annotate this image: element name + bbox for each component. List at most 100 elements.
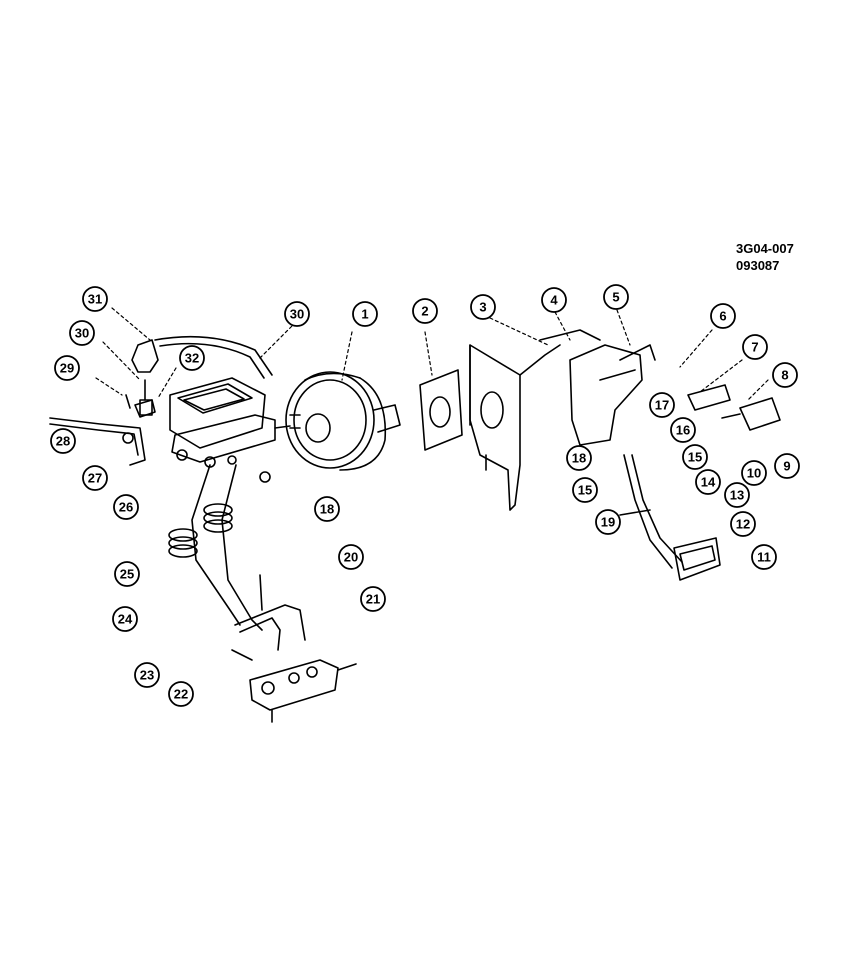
- stoplamp-switch: [687, 384, 781, 431]
- callout-8: 8: [772, 362, 798, 388]
- callout-circle: [338, 544, 364, 570]
- callout-circle: [54, 355, 80, 381]
- callout-number: 16: [676, 423, 690, 438]
- booster-gasket: [419, 369, 463, 451]
- callout-18: 18: [314, 496, 340, 522]
- callout-23: 23: [134, 662, 160, 688]
- callout-13: 13: [724, 482, 750, 508]
- callout-11: 11: [751, 544, 777, 570]
- callout-number: 8: [781, 368, 788, 383]
- callout-circle: [179, 345, 205, 371]
- callout-number: 32: [185, 351, 199, 366]
- figure-reference: 3G04-007 093087: [736, 240, 794, 274]
- callout-circle: [284, 301, 310, 327]
- grommet-32: [134, 399, 156, 418]
- callout-number: 2: [421, 304, 428, 319]
- callout-circle: [314, 496, 340, 522]
- callout-number: 21: [366, 592, 380, 607]
- callout-17: 17: [649, 392, 675, 418]
- callout-number: 5: [612, 290, 619, 305]
- callout-circle: [541, 287, 567, 313]
- callout-number: 3: [479, 300, 486, 315]
- power-brake-booster: [285, 371, 401, 471]
- callout-number: 1: [361, 307, 368, 322]
- callout-7: 7: [742, 334, 768, 360]
- figure-code: 3G04-007: [736, 241, 794, 256]
- callout-circle: [774, 453, 800, 479]
- callout-circle: [670, 417, 696, 443]
- callout-circle: [69, 320, 95, 346]
- callout-4: 4: [541, 287, 567, 313]
- callout-circle: [113, 494, 139, 520]
- callout-19: 19: [595, 509, 621, 535]
- callout-26: 26: [113, 494, 139, 520]
- callout-27: 27: [82, 465, 108, 491]
- callout-circle: [572, 477, 598, 503]
- master-cylinder: [169, 377, 291, 468]
- callout-circle: [114, 561, 140, 587]
- callout-circle: [82, 286, 108, 312]
- callout-circle: [742, 334, 768, 360]
- callout-9: 9: [774, 453, 800, 479]
- callout-circle: [134, 662, 160, 688]
- callout-30: 30: [284, 301, 310, 327]
- nut-18-left: [259, 471, 271, 483]
- pedal-bracket: [539, 329, 656, 446]
- brake-lines: [168, 464, 306, 651]
- callout-24: 24: [112, 606, 138, 632]
- callout-number: 18: [572, 451, 586, 466]
- callout-number: 22: [174, 687, 188, 702]
- callout-1: 1: [352, 301, 378, 327]
- callout-circle: [566, 445, 592, 471]
- callout-circle: [603, 284, 629, 310]
- callout-number: 27: [88, 471, 102, 486]
- callout-25: 25: [114, 561, 140, 587]
- callout-number: 29: [60, 361, 74, 376]
- figure-date: 093087: [736, 258, 780, 273]
- callout-circle: [751, 544, 777, 570]
- callout-10: 10: [741, 460, 767, 486]
- callout-29: 29: [54, 355, 80, 381]
- callout-circle: [352, 301, 378, 327]
- callout-number: 15: [688, 450, 702, 465]
- brake-pedal: [619, 454, 721, 581]
- callout-number: 10: [747, 466, 761, 481]
- callout-number: 30: [75, 326, 89, 341]
- callout-6: 6: [710, 303, 736, 329]
- callout-number: 18: [320, 502, 334, 517]
- callout-circle: [50, 428, 76, 454]
- callout-18: 18: [566, 445, 592, 471]
- callout-number: 28: [56, 434, 70, 449]
- callout-number: 12: [736, 517, 750, 532]
- callout-number: 7: [751, 340, 758, 355]
- callout-number: 14: [701, 475, 716, 490]
- callout-number: 17: [655, 398, 669, 413]
- callout-14: 14: [695, 469, 721, 495]
- callout-number: 31: [88, 292, 102, 307]
- callout-15: 15: [572, 477, 598, 503]
- callout-circle: [168, 681, 194, 707]
- callout-circle: [360, 586, 386, 612]
- callout-32: 32: [179, 345, 205, 371]
- callout-15: 15: [682, 444, 708, 470]
- callout-31: 31: [82, 286, 108, 312]
- callout-circle: [741, 460, 767, 486]
- vacuum-check-valve: [131, 339, 159, 416]
- bolt-22: [231, 649, 253, 661]
- vacuum-hose: [154, 335, 273, 379]
- callout-circle: [682, 444, 708, 470]
- callout-circle: [112, 606, 138, 632]
- callout-number: 13: [730, 488, 744, 503]
- callout-number: 23: [140, 668, 154, 683]
- callout-number: 30: [290, 307, 304, 322]
- callout-number: 20: [344, 550, 358, 565]
- fitting-29: [125, 394, 131, 409]
- callout-circle: [595, 509, 621, 535]
- callout-circle: [730, 511, 756, 537]
- bolt-20: [259, 574, 263, 611]
- callout-circle: [412, 298, 438, 324]
- firewall-panel: [469, 344, 561, 511]
- callout-number: 26: [119, 500, 133, 515]
